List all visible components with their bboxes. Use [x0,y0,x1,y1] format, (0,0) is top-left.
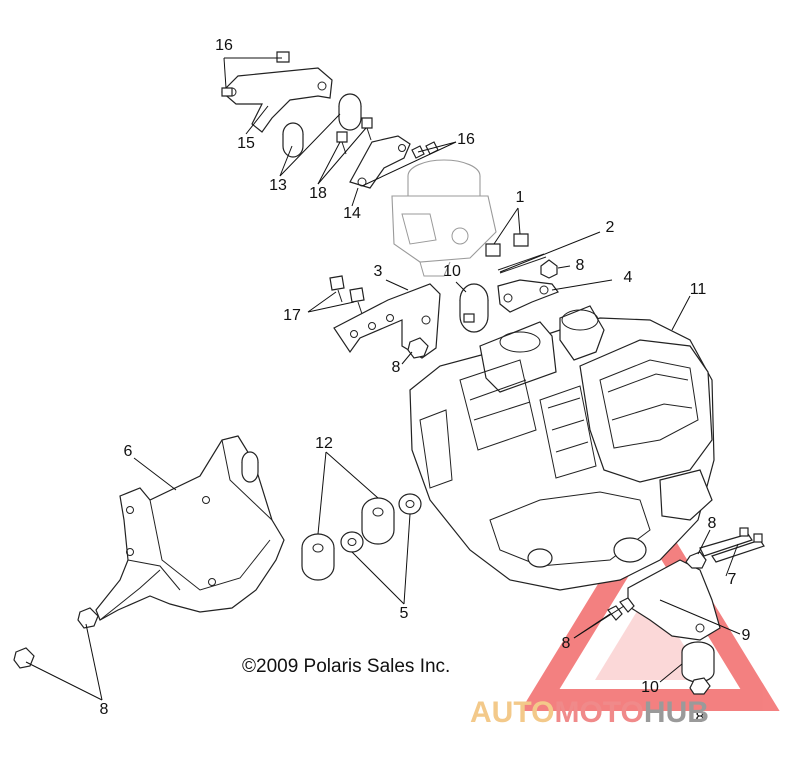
watermark-part3: HUB [644,696,709,729]
engine-cushions-lower [301,493,422,581]
leader-lines [25,57,741,701]
callout-10-lower: 10 [641,679,659,696]
lower-mount-plate [13,435,285,669]
callout-6: 6 [124,443,133,460]
mount-bolts [485,233,558,279]
callout-14: 14 [343,205,361,222]
throttle-body [391,159,497,277]
svg-text:AUTOMOTOHUB: AUTOMOTOHUB [470,696,709,729]
watermark-part2: MOTO [554,696,643,729]
callout-2: 2 [606,219,615,236]
callout-16: 16 [215,37,233,54]
engine-assembly [409,305,715,591]
callout-8-bracket: 8 [392,359,401,376]
engine-cushion-upper [459,283,489,333]
callout-8-top: 8 [576,257,585,274]
callout-16-right: 16 [457,131,475,148]
callout-1: 1 [516,189,525,206]
engine-bracket-left [329,275,441,359]
copyright-text: ©2009 Polaris Sales Inc. [242,656,450,677]
callout-15: 15 [237,135,255,152]
throttle-bracket [349,135,439,189]
callout-3: 3 [374,263,383,280]
callout-8-right: 8 [708,515,717,532]
callout-18: 18 [309,185,327,202]
callout-4: 4 [624,269,633,286]
callout-8-rear: 8 [562,635,571,652]
callout-13: 13 [269,177,287,194]
engine-bracket-right [497,279,559,313]
callout-10-upper: 10 [443,263,461,280]
watermark-part1: AUTO [470,696,554,729]
callout-8-left: 8 [100,701,109,718]
callout-17: 17 [283,307,301,324]
callout-8-bottom: 8 [696,709,705,726]
callout-12: 12 [315,435,333,452]
callout-11: 11 [690,281,707,298]
watermark-logo: AUTOMOTOHUB [470,696,709,729]
callout-7: 7 [728,571,737,588]
callout-5: 5 [400,605,409,622]
upper-mount-bracket [221,51,373,158]
callout-9: 9 [742,627,751,644]
callout-labels: 16 15 13 18 14 16 1 2 8 4 3 10 17 8 11 6… [100,37,751,726]
